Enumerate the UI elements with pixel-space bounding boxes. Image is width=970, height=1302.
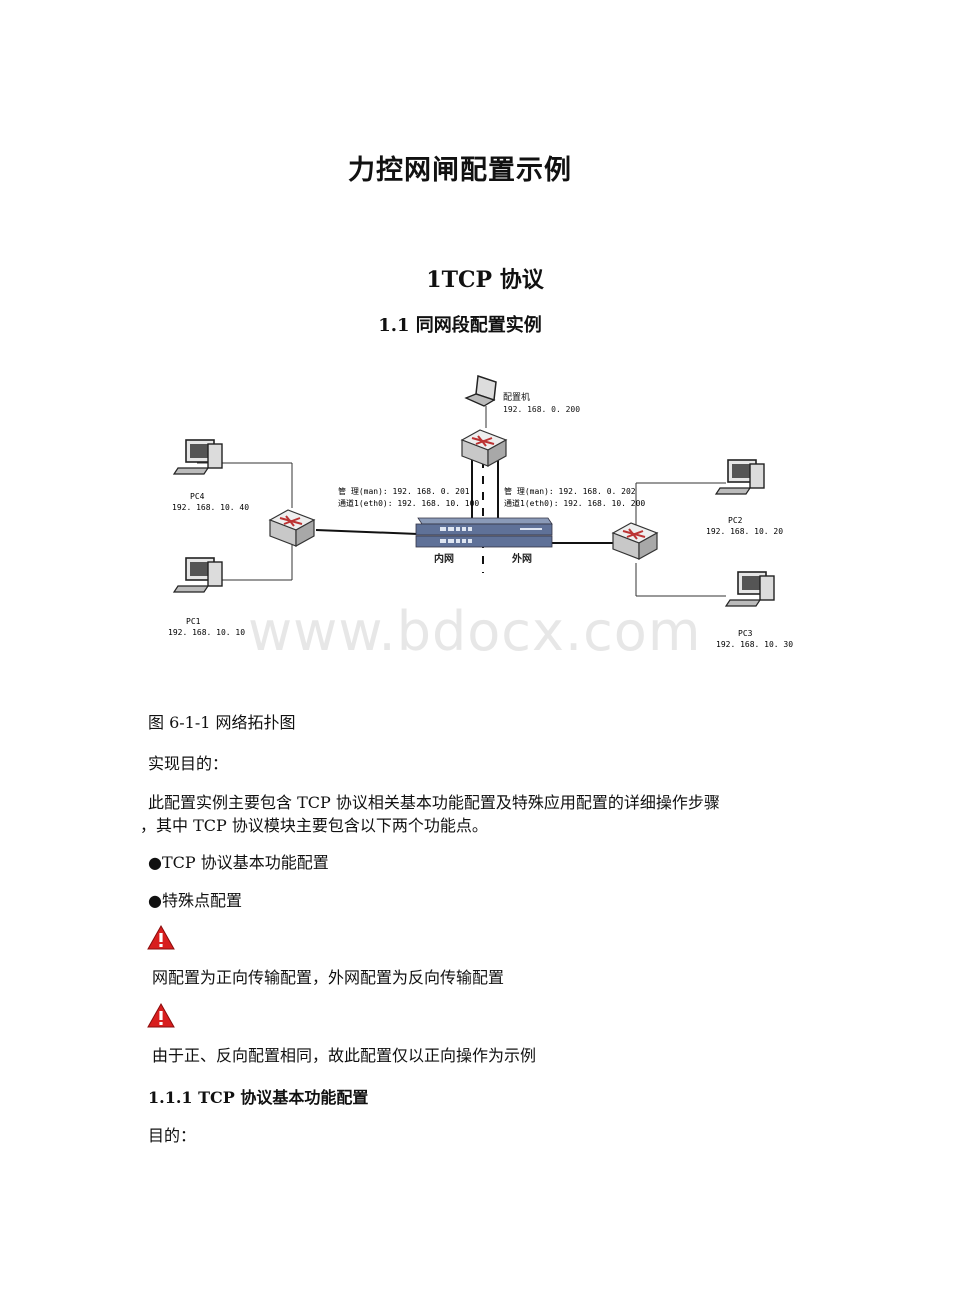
- pc2-ip: 192. 168. 10. 20: [706, 527, 783, 536]
- gateway-device-icon: [415, 517, 553, 548]
- inner-net-label: 内网: [434, 552, 454, 565]
- left-channel-label: 通道1(eth0): 192. 168. 10. 100: [338, 498, 479, 508]
- pc4-icon: [173, 439, 223, 475]
- warning-icon: [147, 1002, 175, 1028]
- pc1-ip: 192. 168. 10. 10: [168, 628, 245, 637]
- pc3-name: PC3: [738, 629, 753, 638]
- warning-text-2: 由于正、反向配置相同，故此配置仅以正向操作为示例: [152, 1046, 537, 1065]
- right-channel-label: 通道1(eth0): 192. 168. 10. 200: [504, 498, 645, 508]
- subsection-heading: 1.1 同网段配置实例: [378, 315, 542, 336]
- network-topology-diagram: 配置机 192. 168. 0. 200 PC4 192. 168. 10. 4…: [168, 374, 793, 649]
- warning-icon: [147, 924, 175, 950]
- pc1-icon: [173, 557, 223, 593]
- config-pc-ip: 192. 168. 0. 200: [503, 405, 580, 414]
- section-heading-1-1-1: 1.1.1 TCP 协议基本功能配置: [148, 1088, 369, 1107]
- watermark: www.bdocx.com: [248, 600, 702, 663]
- outer-net-label: 外网: [511, 552, 532, 565]
- left-mgmt-label: 管 理(man): 192. 168. 0. 201: [338, 486, 470, 496]
- right-mgmt-label: 管 理(man): 192. 168. 0. 202: [504, 486, 636, 496]
- pc2-name: PC2: [728, 516, 743, 525]
- intro-line-1: 此配置实例主要包含 TCP 协议相关基本功能配置及特殊应用配置的详细操作步骤: [148, 793, 720, 812]
- document-title: 力控网闸配置示例: [348, 155, 572, 186]
- config-pc-name: 配置机: [503, 391, 530, 403]
- top-switch-icon: [461, 429, 507, 467]
- pc2-icon: [715, 459, 765, 495]
- bullet-item-tcp-basic: ●TCP 协议基本功能配置: [148, 853, 329, 872]
- pc3-icon: [725, 571, 775, 607]
- left-switch-icon: [269, 509, 315, 547]
- intro-line-2: ，其中 TCP 协议模块主要包含以下两个功能点。: [140, 816, 488, 835]
- right-switch-icon: [612, 522, 658, 560]
- pc1-name: PC1: [186, 617, 201, 626]
- pc4-ip: 192. 168. 10. 40: [172, 503, 249, 512]
- pc4-name: PC4: [190, 492, 205, 501]
- laptop-icon: [464, 374, 497, 407]
- warning-text-1: 网配置为正向传输配置，外网配置为反向传输配置: [152, 968, 505, 987]
- section-heading-tcp: 1TCP 协议: [426, 267, 544, 293]
- goal-label: 实现目的：: [148, 754, 229, 773]
- pc3-ip: 192. 168. 10. 30: [716, 640, 793, 649]
- bullet-item-special: ●特殊点配置: [148, 891, 242, 910]
- figure-caption: 图 6-1-1 网络拓扑图: [148, 713, 296, 732]
- purpose-label: 目的：: [148, 1126, 197, 1145]
